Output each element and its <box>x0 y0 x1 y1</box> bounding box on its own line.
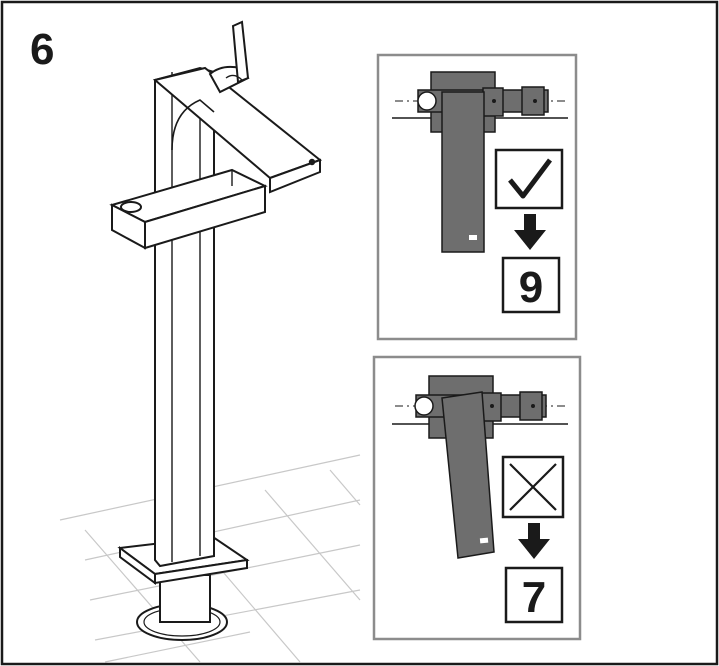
next-step-box-incorrect <box>504 566 564 624</box>
lever-handle <box>208 20 250 94</box>
next-step-box-correct <box>501 256 561 314</box>
part-straight <box>441 91 485 253</box>
check-box <box>494 148 564 210</box>
faucet-spout <box>152 66 323 194</box>
panel-correct: 9 <box>376 53 578 341</box>
check-mark-icon <box>508 158 552 199</box>
shower-holder <box>109 168 268 250</box>
faucet-column <box>154 66 215 568</box>
base-pipe <box>159 574 211 623</box>
arrow-down-icon <box>518 523 550 559</box>
arrow-down-icon <box>514 214 546 250</box>
step-number: 6 <box>30 25 55 74</box>
panel-incorrect: 7 <box>372 355 582 641</box>
next-step-correct: 9 <box>519 263 543 312</box>
next-step-incorrect: 7 <box>522 573 546 622</box>
part-tilted <box>441 391 495 559</box>
cross-mark-icon <box>509 463 557 511</box>
